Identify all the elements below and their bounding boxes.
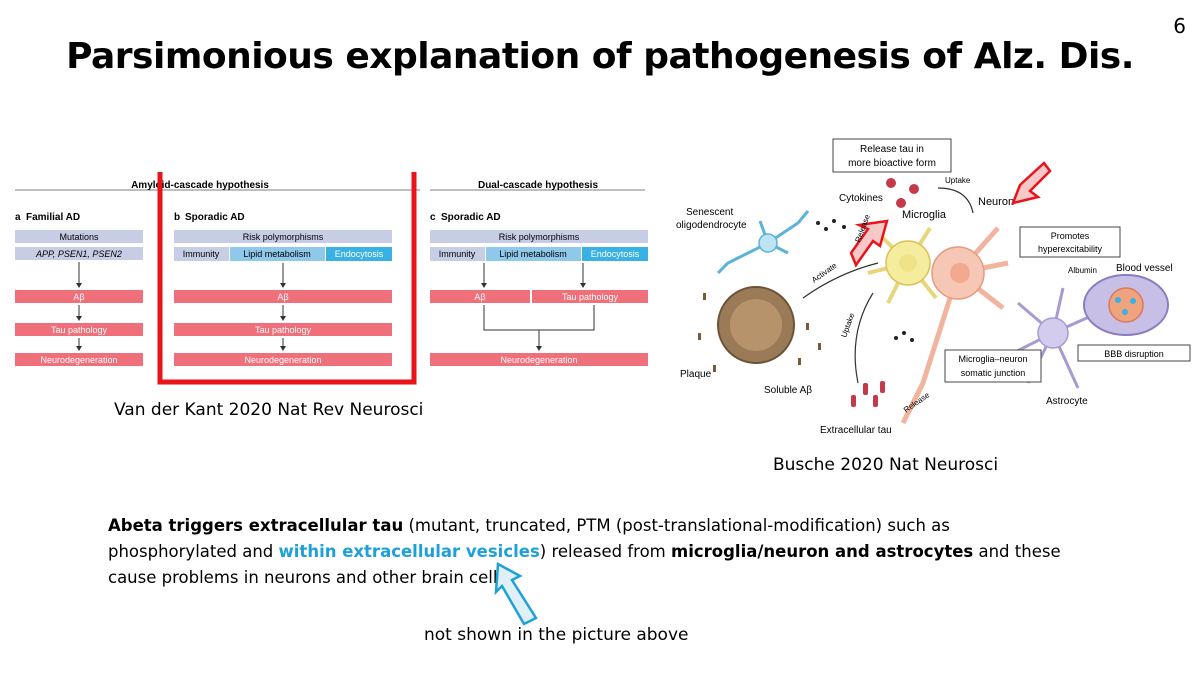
panel-b-step3: Neurodegeneration [244, 355, 321, 365]
label-albumin: Albumin [1068, 266, 1097, 275]
blood-vessel [1083, 274, 1169, 336]
panel-a-step3: Neurodegeneration [40, 355, 117, 365]
body-highlight: within extracellular vesicles [278, 542, 540, 561]
label-microglia: Microglia [902, 209, 947, 221]
panel-a-box1: Mutations [59, 232, 99, 242]
release-pointer-arrow [849, 219, 889, 268]
panel-c-box1: Risk polymorphisms [499, 232, 580, 242]
panel-c-step1b: Tau pathology [562, 292, 619, 302]
amyloid-cascade-header: Amyloid-cascade hypothesis [131, 180, 269, 191]
label-plaque: Plaque [680, 369, 712, 380]
panel-c-title: Sporadic AD [441, 212, 501, 223]
panel-a-box2: APP, PSEN1, PSEN2 [35, 249, 122, 259]
hypothesis-figure: Amyloid-cascade hypothesis Dual-cascade … [15, 172, 648, 385]
panel-b-box2c: Endocytosis [335, 249, 384, 259]
panel-a-step1: Aβ [73, 292, 84, 302]
panel-a-step2: Tau pathology [51, 325, 108, 335]
panel-c-box2c: Endocytosis [591, 249, 640, 259]
panel-a: a Familial AD Mutations APP, PSEN1, PSEN… [15, 212, 143, 366]
panel-b-box2a: Immunity [183, 249, 220, 259]
label-extracellular-tau: Extracellular tau [820, 425, 892, 436]
label-soluble: Soluble Aβ [764, 385, 812, 396]
panel-c-box2b: Lipid metabolism [499, 249, 567, 259]
right-citation: Busche 2020 Nat Neurosci [773, 455, 999, 475]
body-bold1: Abeta triggers extracellular tau [108, 516, 404, 535]
panel-b-title: Sporadic AD [185, 212, 245, 223]
label-hyperexcitability: hyperexcitability [1038, 244, 1103, 254]
panel-a-letter: a [15, 212, 21, 223]
panel-a-title: Familial AD [26, 212, 80, 223]
body-text1: (mutant, truncated, PTM (post-translatio… [108, 516, 950, 561]
body-text3: and these cause problems in neurons and … [108, 542, 1061, 587]
left-citation: Van der Kant 2020 Nat Rev Neurosci [114, 400, 424, 420]
label-uptake-top: Uptake [945, 176, 971, 185]
panel-b-letter: b [174, 212, 180, 223]
callout-up-arrow-icon [494, 561, 538, 626]
slide-title: Parsimonious explanation of pathogenesis… [66, 36, 1134, 77]
panel-b-box1: Risk polymorphisms [243, 232, 324, 242]
panel-c-step1a: Aβ [474, 292, 485, 302]
label-senescent: Senescent [686, 207, 733, 218]
oligodendrocyte-cell [716, 210, 810, 275]
pathogenesis-diagram: Release tau in more bioactive form Uptak… [676, 138, 1191, 436]
neuron-cell [900, 226, 1009, 425]
label-junction2: somatic junction [961, 368, 1026, 378]
label-promotes: Promotes [1051, 231, 1090, 241]
body-text2: ) released from [539, 542, 671, 561]
panel-b-box2b: Lipid metabolism [243, 249, 311, 259]
microglia-cell [867, 226, 938, 304]
panel-b-step1: Aβ [277, 292, 288, 302]
label-cytokines: Cytokines [839, 193, 883, 204]
label-release-tau: Release tau in [860, 144, 924, 155]
red-highlight-box [157, 172, 417, 385]
panel-c-step3: Neurodegeneration [500, 355, 577, 365]
footnote: not shown in the picture above [424, 625, 689, 645]
panel-b: b Sporadic AD Risk polymorphisms Immunit… [174, 212, 392, 366]
neuron-pointer-arrow [1010, 161, 1052, 205]
label-uptake-mid: Uptake [839, 311, 856, 338]
label-release-tau2: more bioactive form [848, 158, 936, 169]
label-oligodendrocyte: oligodendrocyte [676, 220, 747, 231]
panel-c: c Sporadic AD Risk polymorphisms Immunit… [430, 212, 648, 366]
panel-c-letter: c [430, 212, 436, 223]
slide-number: 6 [1173, 14, 1186, 38]
panel-c-box2a: Immunity [439, 249, 476, 259]
label-blood-vessel: Blood vessel [1116, 263, 1173, 274]
label-bbb: BBB disruption [1104, 349, 1164, 359]
body-bold2: microglia/neuron and astrocytes [671, 542, 974, 561]
dual-cascade-header: Dual-cascade hypothesis [478, 180, 598, 191]
label-astrocyte: Astrocyte [1046, 396, 1088, 407]
label-junction1: Microglia–neuron [958, 354, 1027, 364]
panel-b-step2: Tau pathology [255, 325, 312, 335]
main-explanation: Abeta triggers extracellular tau (mutant… [108, 513, 1068, 591]
label-activate: Activate [810, 261, 839, 285]
label-neuron: Neuron [978, 196, 1014, 208]
